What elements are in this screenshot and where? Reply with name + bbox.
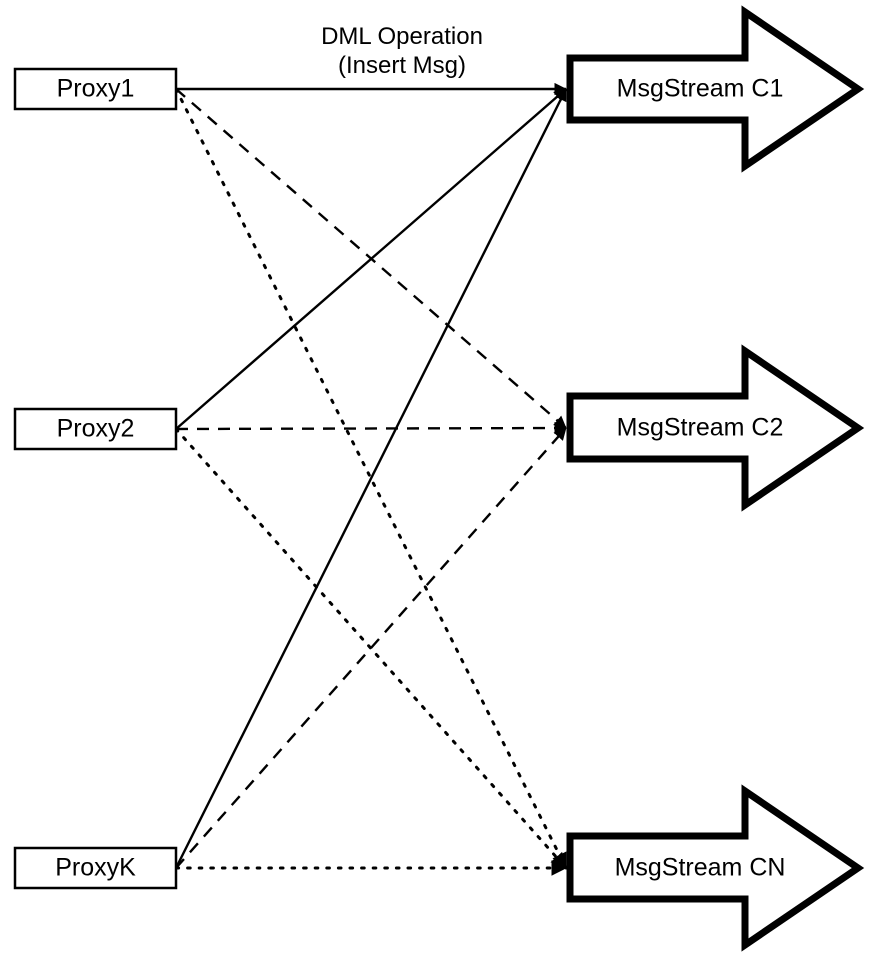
proxy-node-proxy1[interactable]: Proxy1 xyxy=(13,67,178,111)
stream-label-msgstream-cn: MsgStream CN xyxy=(615,854,786,882)
stream-node-msgstream-c2[interactable]: MsgStream C2 xyxy=(566,344,865,512)
proxy-label-proxy1: Proxy1 xyxy=(57,75,135,103)
stream-arrow-shape-msgstream-c2 xyxy=(566,344,865,512)
stream-arrow-shape-msgstream-c1 xyxy=(566,5,865,173)
proxy-label-proxyK: ProxyK xyxy=(55,854,136,882)
stream-label-msgstream-c1: MsgStream C1 xyxy=(617,75,784,103)
stream-node-msgstream-cn[interactable]: MsgStream CN xyxy=(566,784,865,952)
proxy-box-proxy1 xyxy=(13,67,178,111)
streams-layer: MsgStream C1 MsgStream C2 MsgStream CN xyxy=(566,5,865,952)
dml-operation-label-line2: (Insert Msg) xyxy=(338,52,466,79)
proxy-node-proxyK[interactable]: ProxyK xyxy=(13,846,178,890)
stream-arrow-shape-msgstream-cn xyxy=(566,784,865,952)
proxy-box-proxyK xyxy=(13,846,178,890)
connection-proxyK-to-c2 xyxy=(175,427,567,869)
stream-node-msgstream-c1[interactable]: MsgStream C1 xyxy=(566,5,865,173)
connections-layer xyxy=(174,82,568,876)
connection-proxy2-to-c2 xyxy=(175,421,567,435)
dml-operation-label-line1: DML Operation xyxy=(321,23,483,50)
proxy-node-proxy2[interactable]: Proxy2 xyxy=(13,407,178,451)
connection-proxy2-to-cn xyxy=(174,427,568,870)
proxy-box-proxy2 xyxy=(13,407,178,451)
proxy-label-proxy2: Proxy2 xyxy=(57,415,135,443)
stream-label-msgstream-c2: MsgStream C2 xyxy=(617,414,784,442)
dml-operation-label: DML Operation (Insert Msg) xyxy=(321,23,483,79)
connection-proxyK-to-c1 xyxy=(174,88,568,869)
connection-proxy2-to-c1 xyxy=(175,88,567,430)
